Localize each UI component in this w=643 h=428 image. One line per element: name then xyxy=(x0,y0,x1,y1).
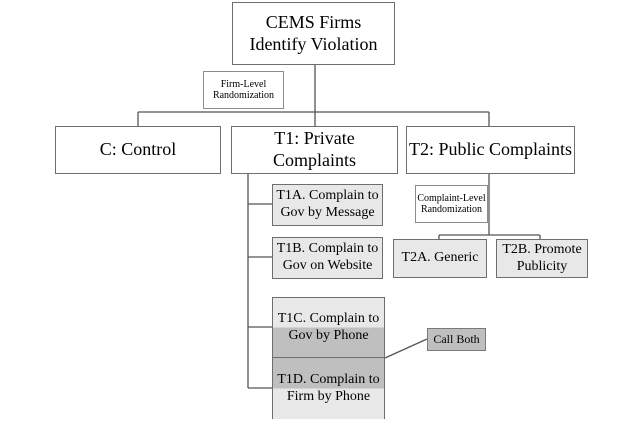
root-line-1: CEMS Firms xyxy=(265,11,362,32)
root-node: CEMS Firms Identify Violation xyxy=(232,2,395,65)
t1c-node: T1C. Complain to Gov by Phone xyxy=(273,298,384,357)
complaint-randomization-label: Complaint-Level Randomization xyxy=(415,185,488,223)
call-both-connector xyxy=(384,338,428,359)
root-line-2: Identify Violation xyxy=(249,33,378,54)
t1a-node: T1A. Complain to Gov by Message xyxy=(272,184,383,226)
control-arm-node: C: Control xyxy=(55,126,221,174)
call-both-label: Call Both xyxy=(427,328,486,351)
t1b-node: T1B. Complain to Gov on Website xyxy=(272,237,383,279)
firm-randomization-label: Firm-Level Randomization xyxy=(203,71,284,109)
t2a-node: T2A. Generic xyxy=(393,239,487,278)
t2b-node: T2B. Promote Publicity xyxy=(496,239,588,278)
t1d-node: T1D. Complain to Firm by Phone xyxy=(273,357,384,419)
public-complaints-node: T2: Public Complaints xyxy=(406,126,575,174)
phone-complaints-group: T1C. Complain to Gov by Phone T1D. Compl… xyxy=(272,297,385,419)
private-complaints-node: T1: Private Complaints xyxy=(231,126,398,174)
